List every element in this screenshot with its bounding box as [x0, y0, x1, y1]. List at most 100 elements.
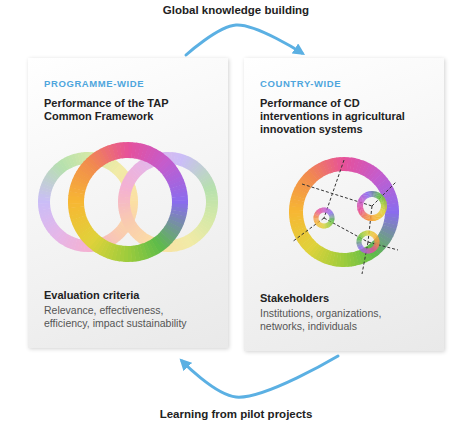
scope-heading: COUNTRY-WIDE — [260, 78, 428, 90]
ring-segment — [374, 215, 376, 221]
ring-segment — [329, 216, 334, 217]
scope-panel: PROGRAMME-WIDE Performance of the TAP Com… — [28, 58, 228, 348]
ring-segment — [357, 242, 362, 243]
panel-header: COUNTRY-WIDE Performance of CD interventi… — [244, 78, 444, 136]
ring-segment — [320, 208, 322, 213]
panel-title: Performance of the TAP Common Framework — [44, 97, 212, 123]
ring-segment — [323, 208, 325, 213]
ring-segment — [323, 223, 325, 228]
dashed-link — [324, 218, 368, 242]
ring-segment — [357, 243, 362, 245]
ring-segment — [329, 213, 334, 216]
ring-segment — [363, 231, 366, 236]
ring-segment — [370, 248, 373, 253]
ring-segment — [314, 218, 319, 220]
ring-segment — [373, 215, 375, 221]
dashed-links — [292, 160, 398, 274]
ring-segment — [381, 204, 387, 205]
ring-segment — [373, 215, 375, 221]
ring-segment — [314, 219, 319, 220]
ring — [68, 142, 188, 262]
network-ring — [244, 144, 444, 280]
ring-segment — [374, 241, 379, 243]
ring-segment — [366, 231, 368, 236]
ring-segment — [323, 223, 325, 228]
ring-segment — [381, 203, 387, 205]
ring-segment — [365, 231, 367, 236]
ring-segment — [314, 219, 319, 221]
ring-group — [313, 191, 387, 254]
ring-segment — [358, 245, 363, 248]
criteria-heading: Stakeholders — [260, 292, 428, 305]
arrow-label: Global knowledge building — [160, 3, 312, 17]
dashed-link — [368, 206, 372, 242]
ring-segment — [374, 239, 379, 241]
ring-segment — [329, 217, 334, 219]
ring-segment — [357, 206, 363, 207]
interlocking-rings — [28, 134, 228, 270]
ring-segment — [357, 241, 362, 243]
ring — [313, 208, 334, 229]
ring-segment — [371, 248, 374, 253]
ring-segment — [367, 231, 369, 236]
ring-segment — [374, 238, 379, 240]
dashed-link — [302, 184, 372, 206]
ring-group — [38, 142, 218, 262]
ring — [289, 157, 399, 267]
dashed-link — [372, 182, 396, 206]
ring-segment — [314, 220, 319, 222]
ring-segment — [369, 248, 371, 253]
arrow-label: Learning from pilot projects — [157, 407, 316, 421]
ring-segment — [374, 238, 379, 240]
ring-segment — [363, 231, 366, 236]
panel-footer: Evaluation criteriaRelevance, effectiven… — [28, 289, 228, 330]
ring-segment — [127, 246, 132, 262]
ring-segment — [366, 231, 367, 236]
ring-segment — [325, 223, 327, 228]
criteria-list: Institutions, organizations, networks, i… — [260, 307, 428, 333]
cycle-arrow — [186, 25, 302, 55]
ring-segment — [329, 215, 334, 217]
criteria-list: Relevance, effectiveness, efficiency, im… — [44, 304, 212, 330]
ring-segment — [369, 191, 371, 197]
ring-segment — [340, 157, 344, 171]
panel-title: Performance of CD interventions in agric… — [260, 97, 428, 136]
ring — [357, 231, 380, 254]
dashed-link — [324, 160, 344, 218]
scope-heading: PROGRAMME-WIDE — [44, 78, 212, 90]
ring-segment — [357, 241, 362, 242]
ring-segment — [322, 208, 323, 213]
criteria-heading: Evaluation criteria — [44, 289, 212, 302]
ring-segment — [357, 207, 363, 209]
ring-segment — [370, 248, 372, 253]
ring-segment — [321, 208, 323, 213]
ring-group — [289, 157, 399, 267]
ring-segment — [326, 223, 329, 228]
ring — [118, 152, 218, 252]
ring-segment — [329, 216, 334, 218]
ring-segment — [329, 214, 334, 216]
ring-segment — [329, 215, 334, 217]
ring-segment — [320, 208, 322, 213]
ring-segment — [343, 253, 347, 267]
ring-segment — [364, 231, 366, 236]
ring-segment — [369, 248, 371, 253]
ring-segment — [357, 243, 362, 244]
ring-segment — [370, 191, 372, 197]
ring-segment — [314, 219, 319, 221]
panel-header: PROGRAMME-WIDE Performance of the TAP Com… — [28, 78, 228, 123]
ring-segment — [374, 240, 379, 241]
ring-segment — [324, 223, 325, 228]
ring-segment — [374, 236, 379, 239]
ring-segment — [381, 202, 387, 204]
ring-segment — [372, 215, 373, 221]
ring-segment — [374, 242, 379, 243]
ring-segment — [124, 142, 129, 158]
ring — [38, 152, 138, 252]
ring-segment — [313, 217, 318, 219]
ring — [357, 191, 387, 221]
scope-panel: COUNTRY-WIDE Performance of CD interventi… — [244, 58, 444, 351]
dashed-link — [292, 218, 324, 242]
ring-segment — [371, 191, 372, 197]
